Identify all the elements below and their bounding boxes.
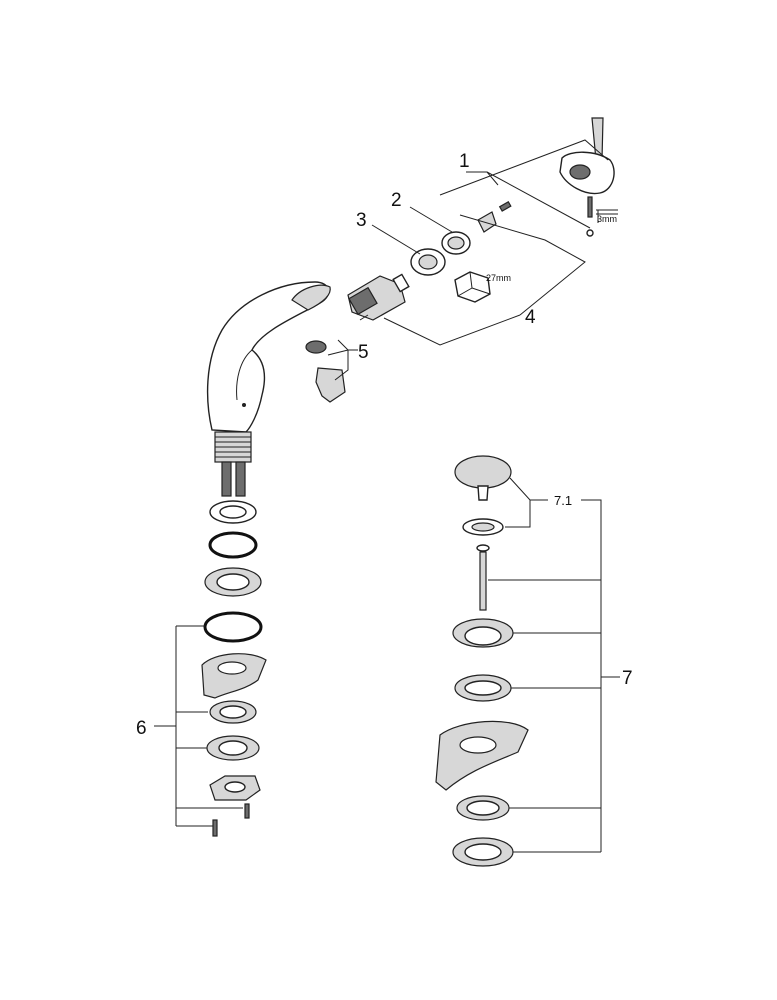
nut-3 [410, 248, 446, 276]
cartridge-4 [347, 273, 410, 321]
lever-handle [559, 117, 615, 195]
grub-screw-parts: 3mm [586, 196, 618, 237]
callout-3: 3 [356, 210, 367, 231]
callout-7: 7 [622, 668, 633, 689]
adapter-pin [477, 200, 512, 233]
callout-4: 4 [525, 307, 536, 328]
leader-lines [154, 139, 620, 853]
hex-key-label: 3mm [597, 214, 617, 224]
callout-2: 2 [391, 190, 402, 211]
hex-socket: 27mm [454, 271, 511, 303]
callout-7-1: 7.1 [554, 493, 572, 508]
callout-5: 5 [358, 342, 369, 363]
waste-stack [435, 455, 529, 867]
mounting-stack [201, 500, 267, 837]
wrench-size-label: 27mm [486, 273, 511, 283]
ring-2 [441, 231, 471, 255]
aerator-5 [305, 340, 346, 403]
faucet-body [206, 281, 331, 497]
callout-6: 6 [136, 718, 147, 739]
callout-1: 1 [459, 151, 470, 172]
